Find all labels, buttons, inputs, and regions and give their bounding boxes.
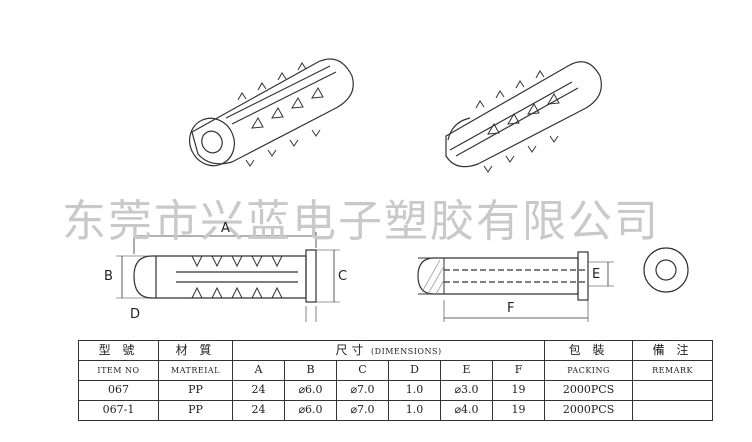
dimension-label-c: C [338, 269, 348, 284]
cell-c: ⌀7.0 [336, 400, 389, 421]
cell-packing: 2000PCS [544, 380, 634, 401]
cell-f: 19 [491, 400, 546, 421]
header-material-en: MATREIAL [158, 360, 233, 381]
specification-table: 型 號 材 質 尺寸 (DIMENSIONS) 包 裝 備 注 ITEM NO … [78, 340, 714, 421]
cell-material: PP [158, 400, 233, 421]
cell-e: ⌀3.0 [440, 380, 493, 401]
anchor-section-view [417, 251, 614, 322]
table-row: 067 PP 24 ⌀6.0 ⌀7.0 1.0 ⌀3.0 19 2000PCS [78, 380, 714, 401]
header-dim-c: C [336, 360, 389, 381]
anchor-end-view [643, 247, 689, 293]
header-remark-en: REMARK [632, 360, 714, 381]
dimension-label-e: E [592, 267, 601, 282]
header-remark-cn: 備 注 [632, 340, 714, 361]
dimension-label-a: A [221, 221, 230, 236]
cell-b: ⌀6.0 [284, 400, 337, 421]
cell-packing: 2000PCS [544, 400, 634, 421]
cell-d: 1.0 [388, 400, 441, 421]
cell-e: ⌀4.0 [440, 400, 493, 421]
company-watermark: 东莞市兴蓝电子塑胶有限公司 [62, 196, 660, 247]
dimension-label-d: D [130, 307, 141, 322]
header-item-en: ITEM NO [78, 360, 159, 381]
header-dim-d: D [388, 360, 441, 381]
cell-item: 067 [78, 380, 159, 401]
table-header-row: 型 號 材 質 尺寸 (DIMENSIONS) 包 裝 備 注 [78, 340, 714, 361]
header-packing-en: PACKING [544, 360, 634, 381]
header-dim-a: A [232, 360, 285, 381]
anchor-isometric-right [445, 61, 602, 173]
anchor-isometric-left [189, 58, 354, 167]
cell-d: 1.0 [388, 380, 441, 401]
anchor-side-view [116, 232, 340, 322]
cell-c: ⌀7.0 [336, 380, 389, 401]
header-item-cn: 型 號 [78, 340, 159, 361]
cell-remark [632, 400, 714, 421]
header-dim-e: E [440, 360, 493, 381]
header-dim-b: B [284, 360, 337, 381]
table-subheader-row: ITEM NO MATREIAL A B C D E F PACKING REM… [78, 360, 714, 381]
dimension-label-f: F [507, 301, 515, 316]
table-row: 067-1 PP 24 ⌀6.0 ⌀7.0 1.0 ⌀4.0 19 2000PC… [78, 400, 714, 421]
header-dimensions: 尺寸 (DIMENSIONS) [231, 340, 546, 361]
cell-f: 19 [491, 380, 546, 401]
header-material-cn: 材 質 [158, 340, 233, 361]
cell-item: 067-1 [78, 400, 159, 421]
cell-remark [632, 380, 714, 401]
dimension-label-b: B [104, 269, 113, 284]
cell-a: 24 [232, 400, 285, 421]
cell-material: PP [158, 380, 233, 401]
header-dim-f: F [491, 360, 546, 381]
cell-b: ⌀6.0 [284, 380, 337, 401]
header-packing-cn: 包 裝 [544, 340, 634, 361]
cell-a: 24 [232, 380, 285, 401]
